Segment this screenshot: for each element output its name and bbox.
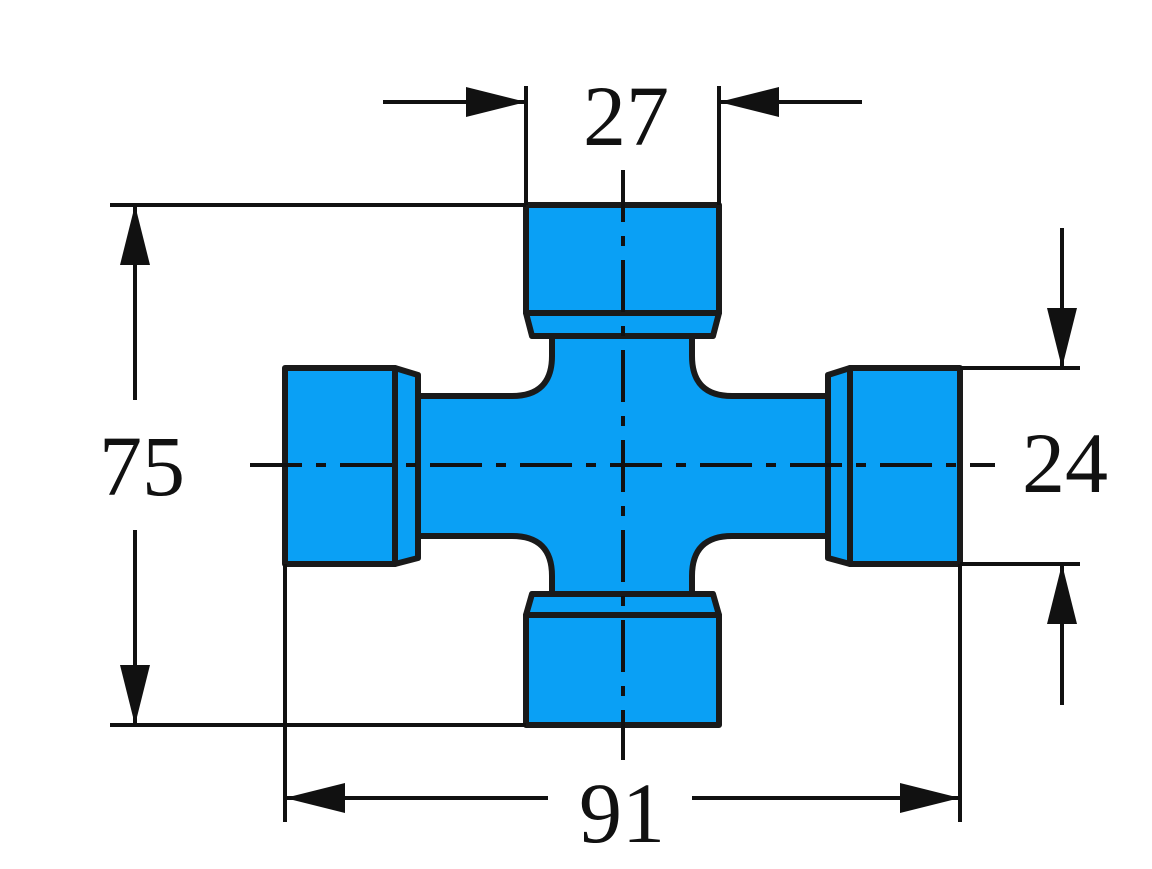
dimension-label-overall-width: 91 bbox=[579, 765, 665, 861]
dimension-cap-height bbox=[960, 228, 1080, 705]
dimension-overall-width bbox=[283, 564, 962, 822]
dimension-label-top-width: 27 bbox=[583, 68, 669, 164]
right-cap bbox=[847, 365, 963, 567]
center-lines bbox=[250, 170, 995, 760]
dimension-label-overall-height: 75 bbox=[99, 418, 185, 514]
dimension-label-cap-height: 24 bbox=[1022, 415, 1108, 511]
top-cap-chamfer bbox=[523, 310, 722, 339]
dimension-top-width bbox=[383, 86, 862, 205]
dimension-overall-height bbox=[110, 203, 526, 727]
